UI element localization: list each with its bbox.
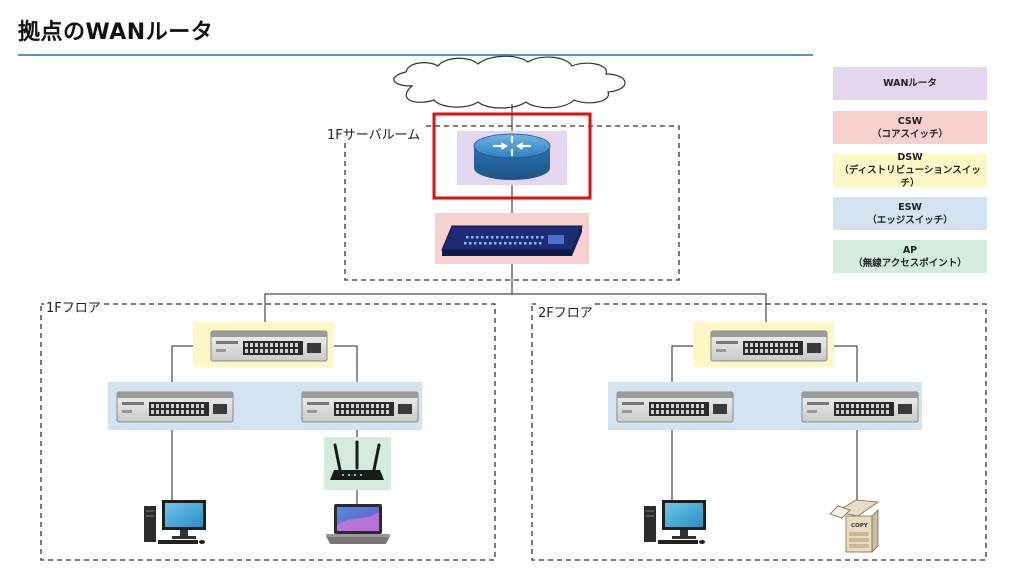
copier-label: COPY [851, 523, 869, 529]
legend-ap-line1: AP [902, 244, 918, 256]
router-highlight-frame [432, 112, 592, 200]
legend-ap-line2: （無線アクセスポイント） [853, 257, 967, 269]
legend-dsw-line1: DSW [897, 152, 923, 163]
laptop-icon [326, 504, 390, 544]
legend-csw-line2: （コアスイッチ） [871, 128, 948, 140]
title-divider [18, 54, 813, 56]
esw-icon-floor2-right [801, 391, 919, 423]
legend-csw: CSW （コアスイッチ） [833, 111, 987, 144]
dsw-icon-floor1 [210, 330, 328, 362]
legend-esw: ESW （エッジスイッチ） [833, 197, 987, 230]
legend-dsw-line2: （ディストリビューションスイッチ） [839, 165, 981, 189]
esw-icon-floor1-right [301, 391, 419, 423]
zone-floor1 [40, 303, 496, 561]
copier-icon: COPY [829, 499, 880, 553]
legend-dsw: DSW （ディストリビューションスイッチ） [833, 152, 987, 189]
zone-label-server-room: 1Fサーバルーム [325, 124, 423, 143]
legend-wan-router-line1: WANルータ [883, 78, 937, 89]
page-title: 拠点のWANルータ [18, 20, 214, 45]
legend-esw-line2: （エッジスイッチ） [867, 214, 953, 226]
zone-label-floor2: 2Fフロア [536, 302, 595, 321]
esw-icon-floor1-left [116, 391, 234, 423]
dsw-icon-floor2 [710, 330, 828, 362]
zone-floor2 [531, 303, 987, 561]
core-switch-icon [441, 225, 583, 256]
wan-router-icon [473, 133, 551, 180]
desktop-pc-icon-floor1 [144, 500, 206, 544]
legend-csw-line1: CSW [897, 115, 923, 127]
zone-label-floor1: 1Fフロア [44, 297, 103, 316]
wireless-ap-icon [330, 440, 384, 480]
internet-cloud [393, 55, 626, 109]
legend-esw-line1: ESW [898, 201, 922, 213]
esw-icon-floor2-left [616, 391, 734, 423]
legend-wan-router: WANルータ [833, 67, 987, 100]
legend-ap: AP （無線アクセスポイント） [833, 240, 987, 273]
desktop-pc-icon-floor2 [644, 500, 706, 544]
